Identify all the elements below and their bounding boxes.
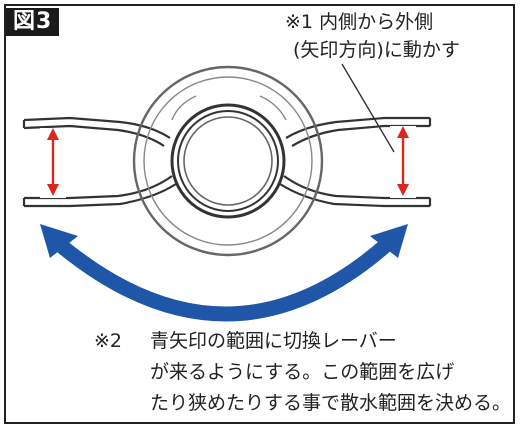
note2-marker: ※2 bbox=[94, 330, 123, 352]
note1-annotation: ※1 内側から外側 (矢印方向)に動かす bbox=[285, 8, 460, 64]
note1-leader-line bbox=[341, 63, 395, 153]
note2-line2: が来るようにする。この範囲を広げ bbox=[150, 361, 455, 383]
note1-line2: (矢印方向)に動かす bbox=[293, 39, 460, 61]
note1-line1: 内側から外側 bbox=[319, 11, 434, 33]
figure-frame bbox=[4, 4, 515, 424]
right-arm bbox=[279, 116, 432, 208]
note2-line1: 青矢印の範囲に切換レーバー bbox=[150, 330, 397, 352]
note2-line3: たり狭めたりする事で散水範囲を決める。 bbox=[150, 392, 512, 414]
center-ring bbox=[132, 65, 324, 257]
note1-marker: ※1 bbox=[285, 11, 314, 33]
blue-curved-double-arrow-icon bbox=[40, 224, 408, 322]
figure-label: 図3 bbox=[6, 8, 60, 36]
note2-annotation: ※2 青矢印の範囲に切換レーバー が来るようにする。この範囲を広げ たり狭めたりす… bbox=[94, 326, 511, 419]
